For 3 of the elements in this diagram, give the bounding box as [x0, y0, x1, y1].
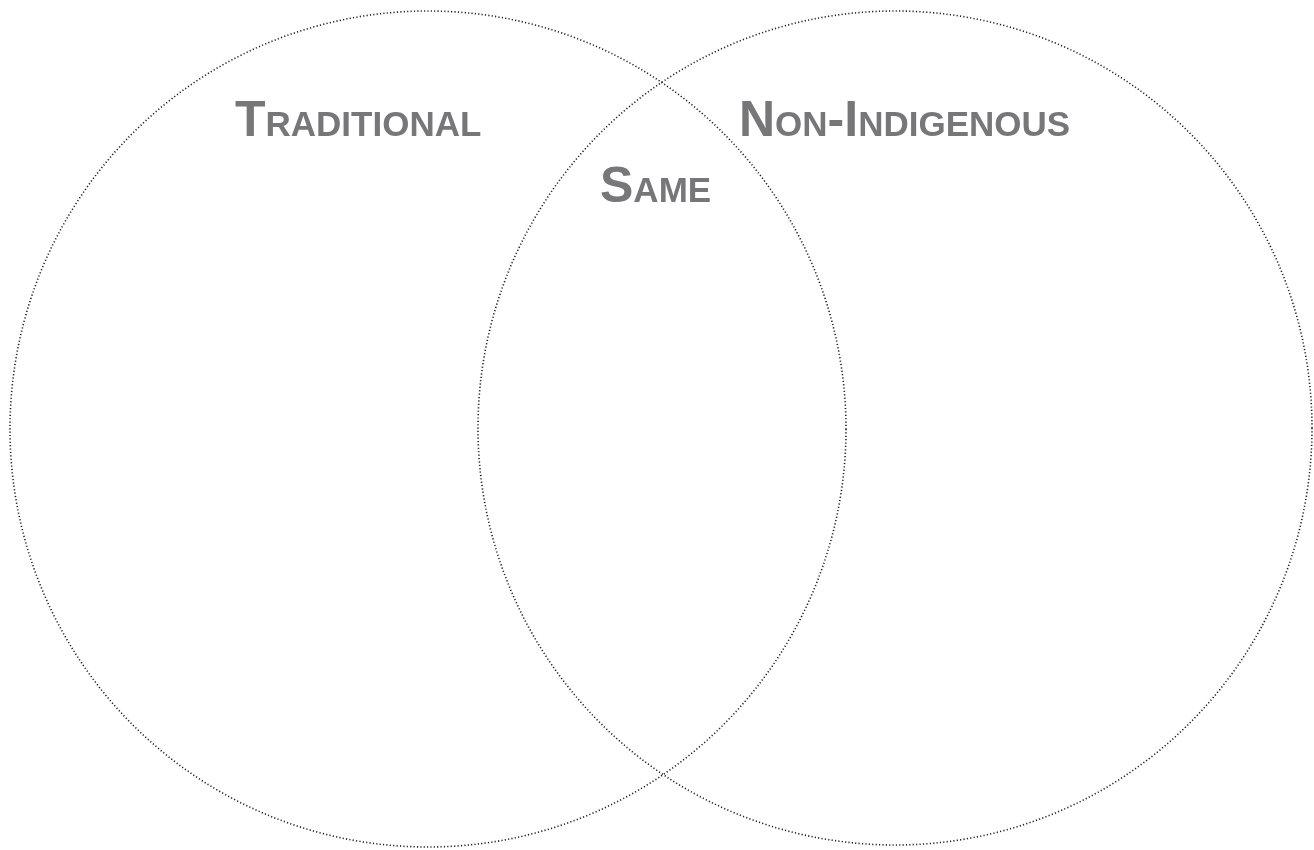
overlap-heading: Same [600, 160, 712, 210]
set-heading: Traditional [235, 94, 482, 144]
set-heading: Non-Indigenous [739, 94, 1071, 144]
